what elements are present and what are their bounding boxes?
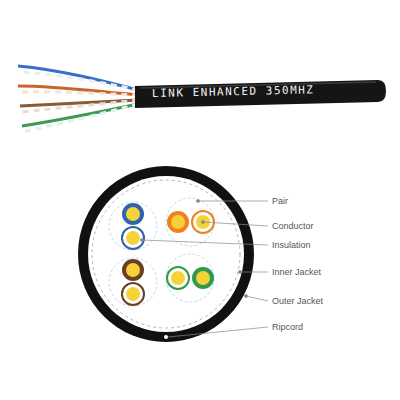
inner-area xyxy=(88,176,244,332)
ripcord xyxy=(164,335,168,339)
conductor xyxy=(196,271,210,285)
green-white-wire xyxy=(22,104,138,132)
insulation xyxy=(122,259,144,281)
leader-line xyxy=(142,240,268,245)
part-label: Ripcord xyxy=(272,322,303,333)
leader-lines xyxy=(141,200,269,338)
conductors xyxy=(122,203,214,305)
conductor xyxy=(126,207,140,221)
leader-dot xyxy=(141,239,144,242)
leader-line xyxy=(168,327,268,337)
leader-line xyxy=(203,222,268,226)
orange-wire xyxy=(18,86,138,95)
pair-outline xyxy=(109,202,157,250)
green-wire xyxy=(22,104,138,126)
leader-line xyxy=(240,272,268,273)
part-label: Insulation xyxy=(272,240,311,251)
insulation xyxy=(192,267,214,289)
pair-outline xyxy=(109,258,157,306)
conductor xyxy=(126,231,140,245)
insulation xyxy=(192,211,214,233)
cable-jacket xyxy=(135,80,386,108)
conductor xyxy=(126,287,140,301)
insulation xyxy=(167,267,189,289)
twisted-wires xyxy=(18,66,138,132)
part-label: Pair xyxy=(272,196,288,207)
pair-outline xyxy=(166,254,214,302)
brown-white-wire xyxy=(20,100,138,112)
leader-dot xyxy=(245,295,248,298)
insulation xyxy=(122,227,144,249)
part-label: Outer Jacket xyxy=(272,296,323,307)
leader-dot xyxy=(197,200,200,203)
leader-dot xyxy=(202,221,205,224)
leader-line xyxy=(198,201,268,202)
conductor xyxy=(126,263,140,277)
insulation xyxy=(167,211,189,233)
outer-jacket xyxy=(78,166,254,342)
pair-outlines xyxy=(109,198,214,306)
conductor xyxy=(171,215,185,229)
orange-white-wire xyxy=(18,92,138,95)
leader-dot xyxy=(239,271,242,274)
insulation xyxy=(122,203,144,225)
leader-line xyxy=(246,296,268,301)
inner-jacket xyxy=(92,180,240,328)
insulation xyxy=(122,283,144,305)
part-label: Conductor xyxy=(272,221,314,232)
conductor xyxy=(171,271,185,285)
part-label: Inner Jacket xyxy=(272,267,321,278)
